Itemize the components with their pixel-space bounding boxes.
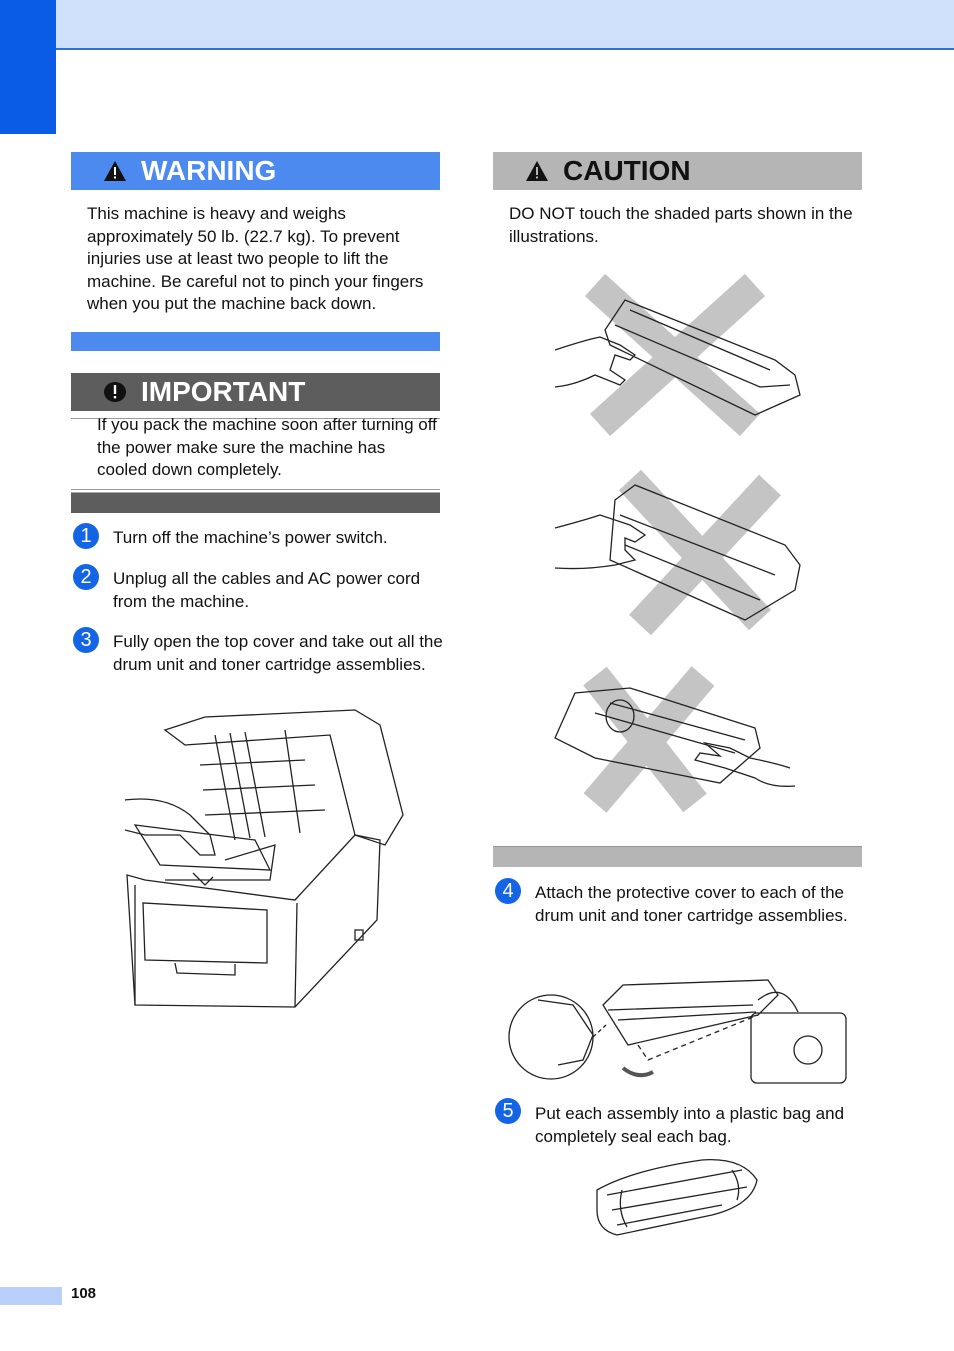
printer-open-illustration bbox=[124, 709, 404, 1008]
step-text-2: Unplug all the cables and AC power cord … bbox=[113, 569, 421, 611]
important-end-bar bbox=[71, 492, 440, 513]
bagged-assembly-illustration bbox=[596, 1159, 758, 1236]
chapter-tab bbox=[0, 0, 56, 134]
step-number-4: 4 bbox=[495, 878, 521, 904]
drum-unit-do-not-touch-illustration-2 bbox=[554, 469, 801, 636]
step-text-5: Put each assembly into a plastic bag and… bbox=[535, 1104, 845, 1146]
step-text-1: Turn off the machine’s power switch. bbox=[113, 528, 388, 547]
toner-cartridge-do-not-touch-illustration-1 bbox=[554, 273, 801, 437]
step-number-5: 5 bbox=[495, 1098, 521, 1124]
caution-label: CAUTION bbox=[563, 155, 691, 186]
step-number-3: 3 bbox=[73, 627, 99, 653]
step-number-2: 2 bbox=[73, 564, 99, 590]
page-number: 108 bbox=[71, 1285, 97, 1302]
warning-label: WARNING bbox=[141, 155, 277, 186]
exclamation-icon bbox=[104, 382, 126, 402]
caution-triangle-icon bbox=[526, 161, 548, 181]
page-number-bar bbox=[0, 1287, 62, 1305]
caution-text: DO NOT touch the shaded parts shown in t… bbox=[509, 204, 853, 246]
warning-end-bar bbox=[71, 332, 440, 351]
caution-heading: CAUTION bbox=[493, 152, 862, 190]
protective-cover-illustration bbox=[508, 979, 847, 1084]
step-number-1: 1 bbox=[73, 523, 99, 549]
important-label: IMPORTANT bbox=[141, 376, 306, 407]
caution-end-bar bbox=[493, 846, 862, 867]
header-band bbox=[0, 0, 954, 50]
step-text-4: Attach the protective cover to each of t… bbox=[535, 883, 848, 925]
step-text-3: Fully open the top cover and take out al… bbox=[113, 632, 443, 674]
important-divider-bottom bbox=[71, 489, 440, 490]
warning-heading: WARNING bbox=[71, 152, 440, 190]
drum-unit-do-not-touch-illustration-3 bbox=[554, 666, 796, 813]
warning-triangle-icon bbox=[104, 161, 126, 181]
important-heading: IMPORTANT bbox=[71, 373, 440, 411]
important-divider bbox=[71, 418, 440, 419]
warning-text: This machine is heavy and weighs approxi… bbox=[87, 204, 424, 313]
important-text: If you pack the machine soon after turni… bbox=[97, 415, 437, 479]
